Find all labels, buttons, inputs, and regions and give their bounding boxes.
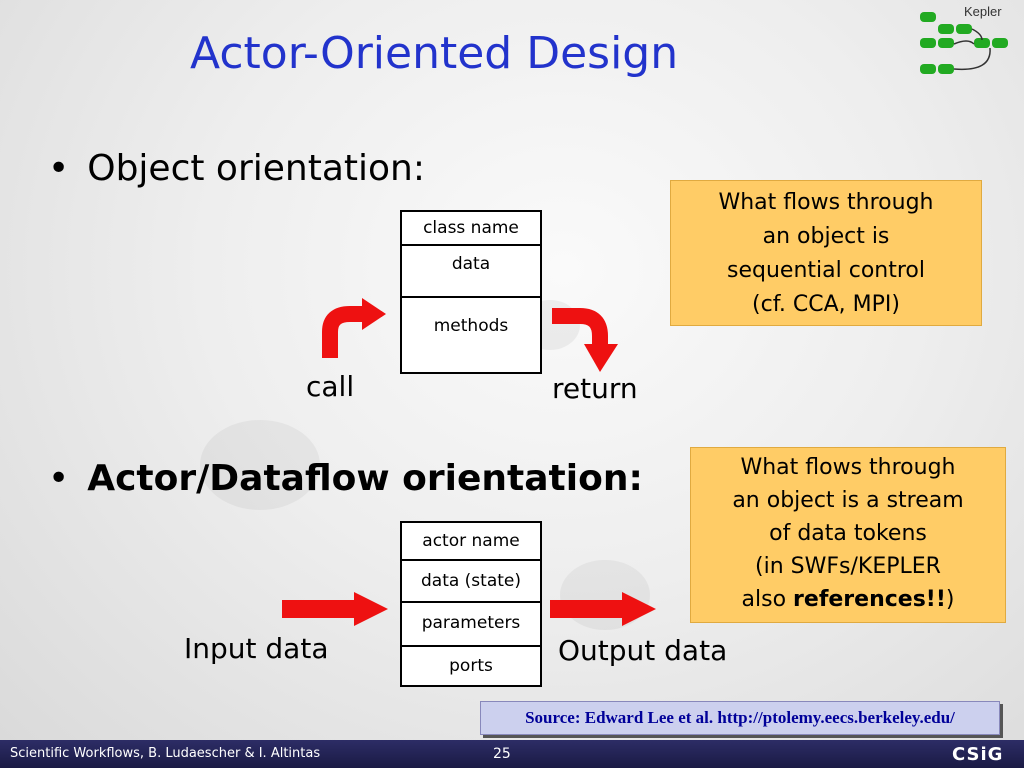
- input-arrow-icon: [282, 592, 388, 626]
- kepler-logo-text: Kepler: [964, 4, 1002, 19]
- ports-cell: ports: [449, 656, 493, 676]
- source-citation: Source: Edward Lee et al. http://ptolemy…: [480, 701, 1000, 735]
- bullet-dot-icon: •: [48, 148, 70, 189]
- kepler-logo-icon: [920, 12, 1008, 74]
- data-state-cell: data (state): [402, 561, 540, 603]
- note-line: What flows through: [740, 455, 956, 480]
- note-line: What flows through: [718, 190, 934, 215]
- note-line: (in SWFs/KEPLER: [755, 554, 941, 579]
- references-emphasis: references!!: [793, 587, 946, 612]
- note-line: sequential control: [727, 258, 925, 284]
- bullet-object-orientation: • Object orientation:: [48, 148, 425, 189]
- note-text: also: [741, 587, 794, 612]
- output-data-label: Output data: [558, 634, 728, 667]
- page-number: 25: [493, 746, 511, 762]
- csig-logo: CSiG: [952, 744, 1004, 765]
- call-label: call: [306, 370, 355, 403]
- note-line: an object is: [762, 224, 890, 250]
- return-label: return: [552, 372, 638, 405]
- note-line: of data tokens: [769, 521, 927, 546]
- object-flow-note: What flows through an object is sequenti…: [670, 180, 982, 326]
- input-data-label: Input data: [184, 632, 329, 665]
- note-line: also references!!): [691, 583, 1005, 616]
- object-class-box: class name data methods: [400, 210, 542, 374]
- parameters-cell: parameters: [402, 603, 540, 647]
- call-arrow-icon: [322, 298, 386, 358]
- class-name-cell: class name: [402, 212, 540, 246]
- background-texture: [200, 420, 320, 510]
- footer-credits: Scientific Workflows, B. Ludaescher & I.…: [10, 746, 321, 761]
- note-line: (cf. CCA, MPI): [752, 292, 900, 318]
- methods-cell: methods: [433, 316, 509, 336]
- actor-box: actor name data (state) parameters ports: [400, 521, 542, 687]
- output-arrow-icon: [550, 592, 656, 626]
- note-text: ): [945, 587, 955, 612]
- data-cell: data: [402, 246, 540, 298]
- bullet-text: Object orientation:: [87, 148, 425, 189]
- actor-flow-note: What flows through an object is a stream…: [690, 447, 1006, 623]
- return-arrow-icon: [552, 308, 618, 372]
- slide-title: Actor-Oriented Design: [190, 28, 679, 79]
- note-line: an object is a stream: [732, 488, 964, 513]
- bullet-text: Actor/Dataflow orientation:: [87, 458, 643, 499]
- actor-name-cell: actor name: [402, 523, 540, 561]
- bullet-actor-orientation: • Actor/Dataflow orientation:: [48, 458, 643, 499]
- bullet-dot-icon: •: [48, 458, 70, 499]
- footer-bar: [0, 740, 1024, 768]
